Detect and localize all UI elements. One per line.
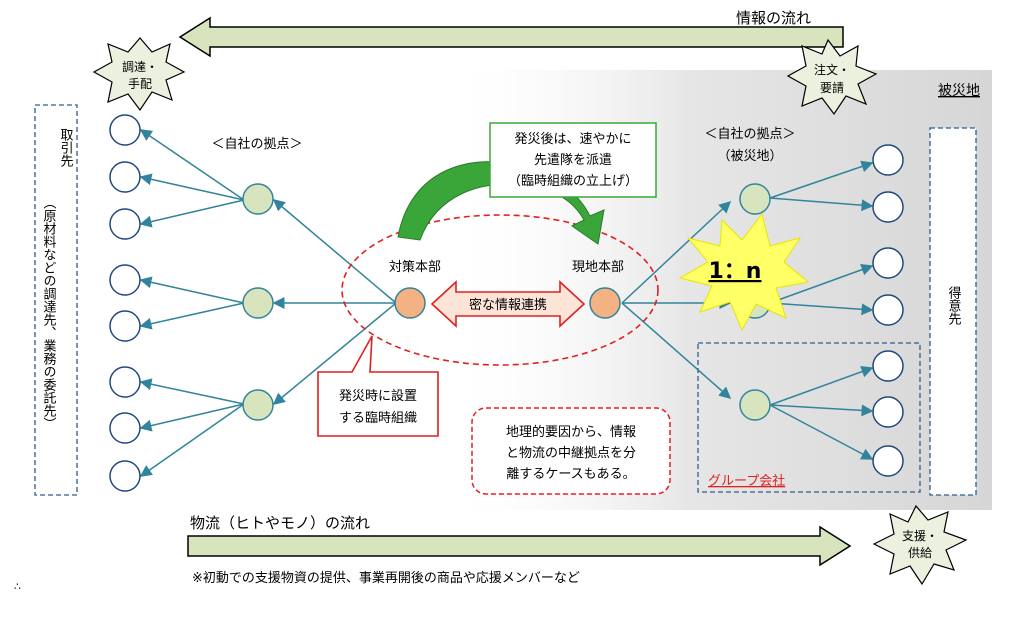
dispatch-callout-line1: 発災後は、速やかに (514, 132, 631, 147)
customer-node (872, 396, 904, 428)
left-connections (139, 129, 397, 477)
supplier-node (109, 264, 141, 296)
right-base-node (739, 183, 771, 215)
star-procurement-line2: 手配 (128, 77, 152, 91)
suppliers-title: 取引先 (58, 128, 74, 168)
ratio-label: 1：n (709, 259, 762, 284)
customer-nodes (872, 144, 904, 477)
supplier-node (109, 208, 141, 240)
temporary-organization-ellipse (341, 214, 659, 366)
star-procurement-line1: 調達・ (122, 60, 158, 74)
star-support-line2: 供給 (908, 546, 932, 560)
bottom-footnote: ※初動での支援物資の提供、事業再開後の商品や応援メンバーなど (192, 570, 580, 586)
corner-mark: ∴ (14, 580, 21, 593)
hq-node (394, 287, 426, 319)
geographic-note (471, 407, 671, 495)
customer-node (872, 350, 904, 382)
star-support: 支援・ 供給 (872, 504, 968, 586)
logistics-flow-label: 物流（ヒトやモノ）の流れ (190, 514, 370, 532)
star-support-line1: 支援・ (902, 529, 938, 543)
logistics-flow-arrow (187, 525, 852, 567)
dispatch-callout-line2: 先遣隊を派遣 (534, 152, 612, 168)
supplier-node (109, 310, 141, 342)
customers-label: 得意先 (946, 285, 962, 326)
left-base-node (242, 183, 274, 215)
coordination-double-arrow (430, 280, 586, 328)
suppliers-detail: （原材料などの調達先、業務の委託先） (41, 196, 57, 430)
suppliers-box (34, 104, 78, 496)
temporary-org-callout (317, 335, 439, 437)
customer-node (872, 191, 904, 223)
right-base-label-line2: （被災地） (717, 149, 782, 164)
customer-node (872, 247, 904, 279)
supplier-node (109, 460, 141, 492)
information-flow-label: 情報の流れ (736, 9, 811, 27)
group-company-box (697, 342, 921, 493)
field-hq-label: 現地本部 (572, 260, 624, 275)
information-flow-arrow (178, 16, 844, 58)
star-procurement: 調達・ 手配 (92, 37, 186, 112)
supplier-node (109, 412, 141, 444)
left-base-node (242, 287, 274, 319)
right-base-node (739, 389, 771, 421)
hq-label: 対策本部 (389, 259, 441, 275)
coordination-label: 密な情報連携 (469, 297, 547, 313)
ratio-burst: 1：n (678, 212, 810, 332)
dispatch-callout (489, 122, 657, 198)
star-order-line2: 要請 (820, 81, 844, 95)
disaster-area-label: 被災地 (938, 83, 980, 99)
supplier-nodes (109, 114, 141, 492)
temporary-org-line1: 発災時に設置 (339, 388, 417, 404)
left-base-node (242, 389, 274, 421)
temporary-org-line2: する臨時組織 (339, 411, 417, 426)
customer-node (872, 144, 904, 176)
base-nodes (242, 183, 771, 421)
left-base-label: ＜自社の拠点＞ (211, 136, 302, 152)
customer-node (872, 445, 904, 477)
customer-node (872, 294, 904, 326)
star-order-line1: 注文・ (814, 62, 850, 77)
geographic-note-line3: 離するケースもある。 (506, 467, 635, 482)
customers-box (929, 127, 977, 496)
geographic-note-line1: 地理的要因から、情報 (506, 424, 636, 440)
group-company-label: グループ会社 (708, 473, 785, 489)
right-base-label-line1: ＜自社の拠点＞ (704, 126, 795, 142)
star-order: 注文・ 要請 (786, 38, 878, 116)
geographic-note-line2: と物流の中継拠点を分 (506, 446, 636, 461)
supplier-node (109, 114, 141, 146)
supplier-node (109, 366, 141, 398)
supplier-node (109, 161, 141, 193)
dispatch-callout-line3: （臨時組織の立上げ） (508, 174, 638, 189)
field-hq-node (589, 287, 621, 319)
